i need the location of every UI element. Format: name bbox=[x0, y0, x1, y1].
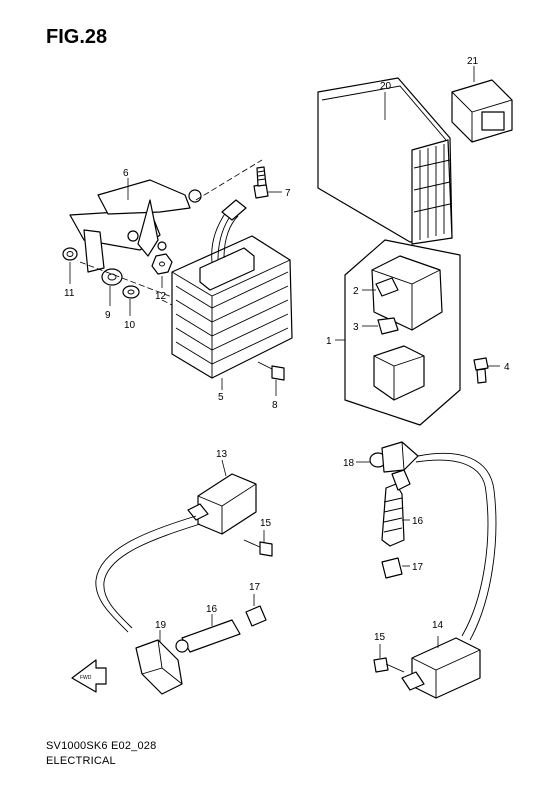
callout-20: 20 bbox=[380, 81, 392, 92]
part-16-boot-left bbox=[175, 614, 241, 653]
high-tension-cable-rear bbox=[95, 515, 197, 633]
callout-9: 9 bbox=[105, 310, 111, 321]
high-tension-cable-rear-edge bbox=[103, 523, 201, 629]
high-tension-cable-front bbox=[417, 452, 497, 641]
figure-title: FIG.28 bbox=[46, 26, 108, 48]
callout-2: 2 bbox=[353, 286, 359, 297]
part-8-bolt bbox=[257, 361, 285, 396]
part-6-bracket bbox=[69, 178, 202, 273]
part-10-washer bbox=[122, 285, 140, 316]
part-12-nut bbox=[151, 253, 173, 288]
part-15-bolt-lower bbox=[373, 644, 405, 673]
part-13-ignition-coil bbox=[187, 459, 257, 535]
callout-14: 14 bbox=[432, 620, 444, 631]
high-tension-cable-front-edge bbox=[415, 459, 489, 637]
model-code: SV1000SK6 E02_028 bbox=[46, 740, 157, 752]
callout-12: 12 bbox=[155, 291, 167, 302]
fwd-label: FWD bbox=[80, 675, 92, 681]
part-11-grommet bbox=[62, 247, 78, 284]
part-15-bolt-upper bbox=[243, 530, 273, 557]
part-5-regulator bbox=[171, 199, 293, 390]
fwd-direction-arrow: FWD bbox=[71, 659, 107, 693]
callout-3: 3 bbox=[353, 322, 359, 333]
part-14-ignition-coil bbox=[401, 636, 481, 699]
callout-10: 10 bbox=[124, 320, 136, 331]
part-9-cushion bbox=[101, 268, 123, 306]
callout-18: 18 bbox=[343, 458, 355, 469]
callout-16-front: 16 bbox=[412, 516, 424, 527]
callout-6: 6 bbox=[123, 168, 129, 179]
callout-4: 4 bbox=[504, 362, 510, 373]
callout-8: 8 bbox=[272, 400, 278, 411]
section-name: ELECTRICAL bbox=[46, 755, 116, 767]
part-17-cap-front bbox=[381, 557, 410, 579]
callout-15-lower: 15 bbox=[374, 632, 386, 643]
callout-11: 11 bbox=[64, 288, 75, 299]
part-1-starter-relay-assembly bbox=[335, 239, 461, 426]
part-19-plug-cap bbox=[135, 630, 183, 695]
callout-17-front: 17 bbox=[412, 562, 424, 573]
part-18-plug-cap bbox=[356, 441, 419, 473]
callout-17-left: 17 bbox=[249, 582, 261, 593]
part-4-screw bbox=[473, 357, 500, 384]
part-17-cap-left bbox=[245, 594, 267, 627]
part-20-ecm bbox=[317, 77, 453, 245]
callout-7: 7 bbox=[285, 188, 291, 199]
callout-16-left: 16 bbox=[206, 604, 218, 615]
callout-5: 5 bbox=[218, 392, 224, 403]
callout-19: 19 bbox=[155, 620, 167, 631]
mount-guide-line-c bbox=[195, 159, 263, 201]
callout-1: 1 bbox=[326, 336, 332, 347]
callout-15-upper: 15 bbox=[260, 518, 272, 529]
callout-13: 13 bbox=[216, 449, 228, 460]
part-21-relay bbox=[451, 66, 513, 143]
part-7-bolt bbox=[253, 166, 282, 199]
callout-21: 21 bbox=[467, 56, 479, 67]
part-16-boot-front bbox=[381, 469, 411, 547]
